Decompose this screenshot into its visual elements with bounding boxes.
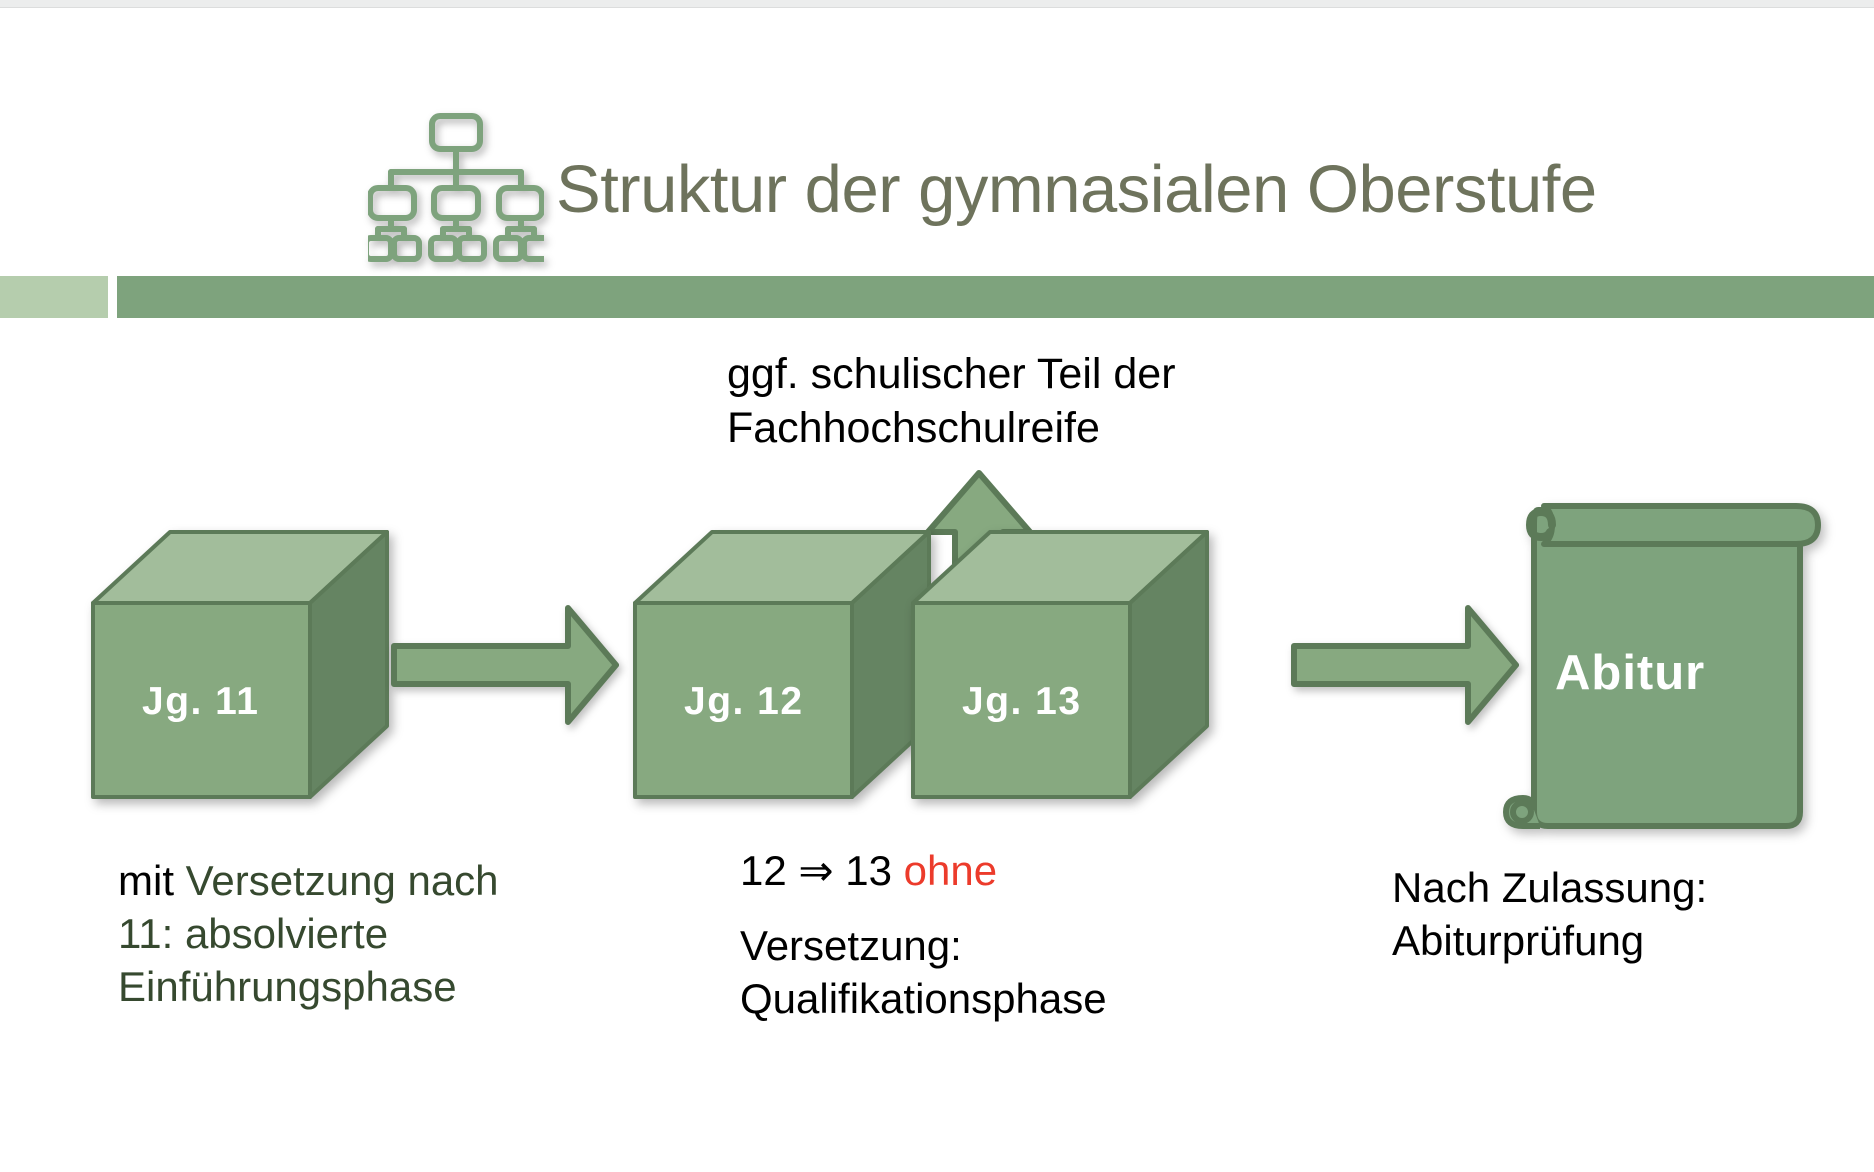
caption-mid-line3: Qualifikationsphase [740,974,1107,1022]
cube-jg12 [633,530,931,799]
right-arrow-icon-1 [391,605,619,725]
caption-abitur: Nach Zulassung: Abiturprüfung [1392,862,1832,968]
org-chart-icon [368,113,544,262]
window-top-strip [0,0,1874,8]
caption-right-line1: Nach Zulassung: [1392,864,1708,911]
caption-left-green-1: Versetzung nach [185,857,499,904]
caption-left-green-2: 11: absolvierte [118,909,389,957]
abitur-scroll-shape [1503,503,1821,829]
accent-bar-small [0,276,108,318]
accent-bar-main [117,276,1874,318]
caption-left-green-3: Einführungsphase [118,962,457,1010]
caption-mid-line1: 12 ⇒ 13 [740,847,904,894]
fachhochschulreife-note: ggf. schulischer Teil der Fachhochschulr… [727,348,1287,456]
page-title: Struktur der gymnasialen Oberstufe [556,151,1597,227]
caption-right-line2: Abiturprüfung [1392,916,1645,964]
caption-mid-ohne: ohne [903,847,998,894]
caption-mid-spacer [740,898,1170,920]
cube-jg13 [911,530,1209,799]
caption-left-black: mit [118,857,186,904]
cube-jg11 [91,530,389,799]
right-arrow-icon-2 [1291,605,1519,725]
fhr-line-1: ggf. schulischer Teil der [727,350,1176,398]
caption-jg12-13: 12 ⇒ 13 ohne Versetzung: Qualifikationsp… [740,845,1170,1026]
caption-jg11: mit Versetzung nach 11: absolvierte Einf… [118,855,548,1014]
slide-header: Struktur der gymnasialen Oberstufe [0,8,1874,318]
caption-mid-line2: Versetzung: [740,921,962,969]
fhr-line-2: Fachhochschulreife [727,403,1100,452]
